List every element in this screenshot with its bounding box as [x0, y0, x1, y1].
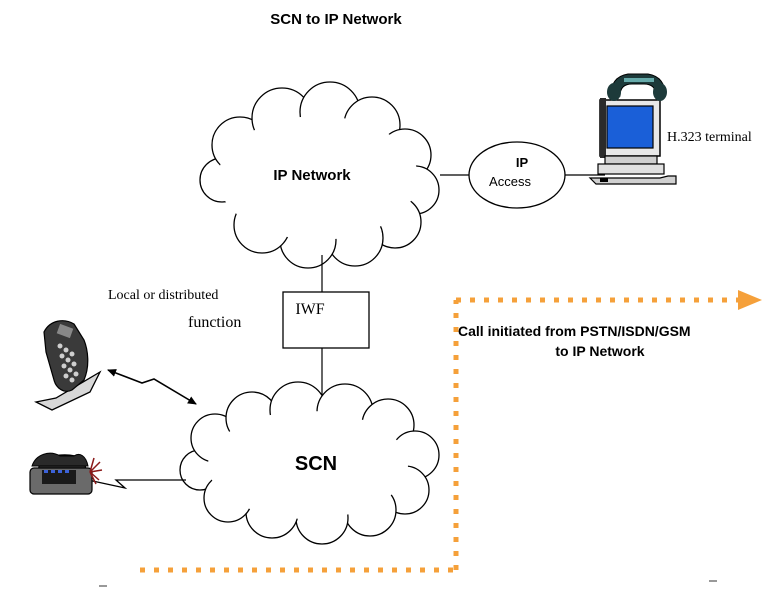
desk-phone-link [87, 479, 186, 490]
page-mark-left [99, 585, 107, 587]
call-flow-label-line1: Call initiated from PSTN/ISDN/GSM [458, 323, 691, 339]
ip-network-cloud [199, 81, 440, 269]
function-note-line2: function [188, 314, 241, 331]
call-flow-arrowhead [738, 290, 762, 310]
scn-label: SCN [295, 453, 337, 475]
iwf-label: IWF [295, 301, 324, 318]
function-note-line1: Local or distributed [108, 288, 218, 303]
iwf-box [282, 291, 370, 349]
call-flow-label-line2: to IP Network [555, 343, 644, 359]
h323-terminal-label: H.323 terminal [667, 130, 752, 145]
desktop-computer-icon [588, 98, 677, 185]
diagram-title: SCN to IP Network [270, 11, 402, 28]
ip-access-label-line2: Access [489, 174, 531, 189]
ip-network-label: IP Network [273, 167, 351, 184]
wireless-link [107, 369, 197, 405]
call-flow-path [140, 290, 762, 573]
ip-access-label-line1: IP [516, 155, 529, 170]
mobile-phone-icon [34, 320, 102, 411]
desk-telephone-icon [29, 452, 103, 495]
page-mark-right [709, 580, 717, 582]
scn-cloud [179, 381, 440, 545]
telephone-handset-icon [607, 73, 667, 101]
